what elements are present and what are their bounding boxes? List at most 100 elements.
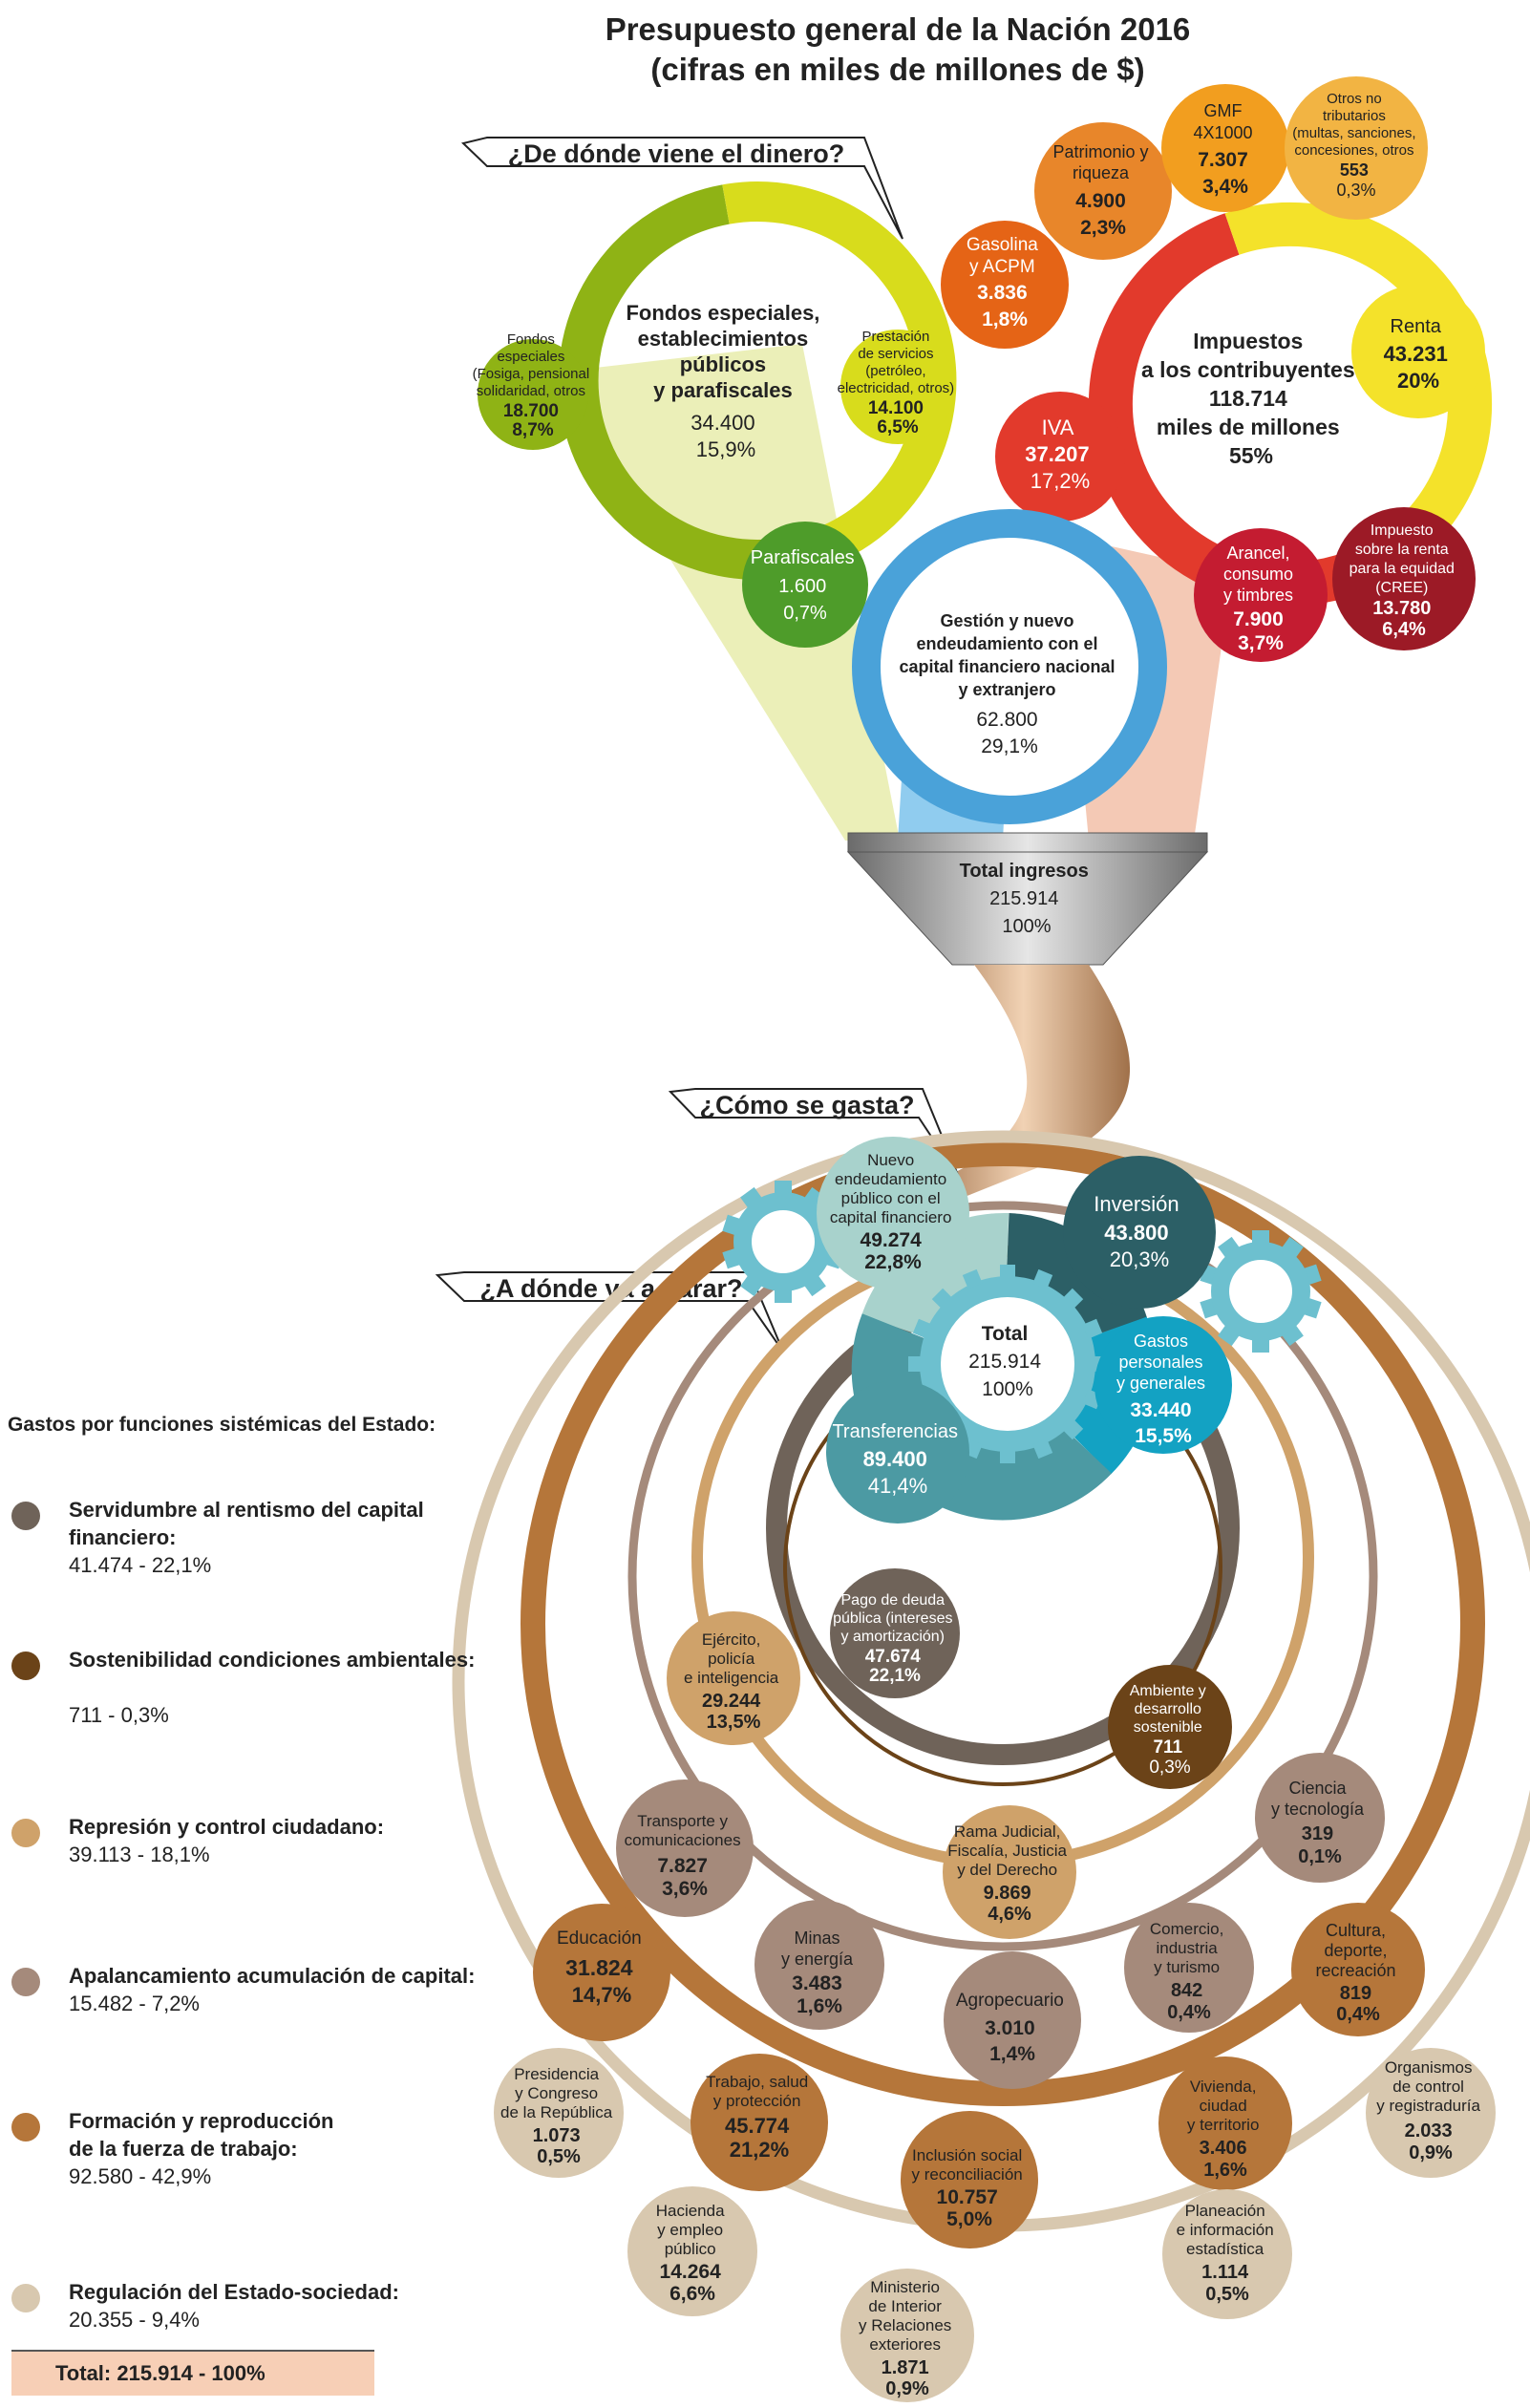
legend-total-text: Total: 215.914 - 100% (55, 2361, 266, 2385)
legend-item-value: 39.113 - 18,1% (69, 1843, 210, 1866)
title-line-2: (cifras en miles de millones de $) (650, 52, 1144, 87)
transporte-text: Transporte y comunicaciones 7.827 3,6% (625, 1812, 746, 1900)
nuevo-endeudamiento-bubble (817, 1137, 969, 1289)
inversion-text: Inversión 43.800 20,3% (1094, 1192, 1184, 1271)
arancel-text: Arancel, consumo y timbres 7.900 3,7% (1223, 543, 1298, 654)
funnel-text: Total ingresos 215.914 100% (960, 861, 1094, 937)
legend-dot-icon (11, 2113, 40, 2142)
ciencia-text: Ciencia y tecnología 319 0,1% (1271, 1779, 1369, 1867)
rama-judicial-bubble (943, 1805, 1076, 1939)
ministerio-interior-bubble (840, 2269, 974, 2402)
gear-left-icon (722, 1181, 844, 1303)
agropecuario-bubble (944, 1951, 1081, 2089)
legend-dot-icon (11, 1652, 40, 1680)
organismos-bubble (1366, 2048, 1496, 2178)
agropecuario-text: Agropecuario 3.010 1,4% (956, 1991, 1069, 2065)
ministerio-interior-text: Ministerio de Interior y Relaciones exte… (859, 2278, 956, 2399)
legend-item-name: Sostenibilidad condiciones ambientales: (69, 1648, 476, 1672)
patrimonio-bubble (1034, 122, 1172, 260)
taxes-text: Impuestos a los contribuyentes 118.714 m… (1141, 329, 1361, 468)
gmf-bubble (1161, 84, 1289, 212)
callout-where-from-text: ¿De dónde viene el dinero? (508, 139, 845, 168)
legend-item-name: Regulación del Estado-sociedad: (69, 2280, 399, 2304)
otros-text: Otros no tributarios (multas, sanciones,… (1292, 91, 1419, 200)
funnel-body (846, 851, 1209, 966)
special-funds-text: Fondos especiales, establecimientos públ… (626, 301, 825, 461)
legend-dot-icon (11, 1819, 40, 1847)
pago-deuda-text: Pago de deuda pública (intereses y amort… (833, 1592, 957, 1686)
gasolina-text: Gasolina y ACPM 3.836 1,8% (967, 235, 1043, 330)
gear-tooth (931, 1288, 954, 1311)
ambiente-text: Ambiente y desarrollo sostenible 711 0,3… (1130, 1683, 1211, 1778)
trabajo-text: Trabajo, salud y protección 45.774 21,2% (706, 2073, 813, 2162)
inclusion-bubble (901, 2111, 1038, 2248)
hacienda-text: Hacienda y empleo público 14.264 6,6% (656, 2202, 730, 2305)
spending-center (941, 1297, 1074, 1431)
cree-text: Impuesto sobre la renta para la equidad … (1349, 522, 1459, 640)
educacion-text: Educación 31.824 14,7% (557, 1929, 647, 2007)
callout-how-spent-text: ¿Cómo se gasta? (699, 1091, 914, 1119)
gear-tooth (912, 1318, 933, 1339)
gear-tooth (1082, 1318, 1103, 1339)
comercio-bubble (1124, 1903, 1254, 2033)
gear-tooth (1032, 1438, 1053, 1460)
special-funds-other-bubble (478, 339, 588, 450)
gear-tooth (1000, 1265, 1015, 1280)
legend-item-value: 41.474 - 22,1% (69, 1553, 212, 1577)
legend-item-name: Apalancamiento acumulación de capital: (69, 1964, 476, 1988)
ejercito-bubble (667, 1611, 800, 1745)
planeacion-text: Planeación e información estadística 1.1… (1177, 2202, 1279, 2305)
funnel-rim (847, 832, 1208, 853)
legend-total: Total: 215.914 - 100% (11, 2350, 374, 2396)
ring-formacion (521, 1141, 1485, 2106)
ring-apalancamiento (627, 1201, 1378, 1951)
iva-text: IVA 37.207 17,2% (1025, 416, 1094, 493)
trabajo-bubble (691, 2054, 828, 2191)
gear-tooth (1032, 1268, 1053, 1289)
legend-item-value: 711 - 0,3% (69, 1703, 169, 1727)
ciencia-bubble (1255, 1753, 1385, 1883)
legend-dot-icon (11, 2284, 40, 2312)
minas-bubble (754, 1900, 884, 2030)
renta-text: Renta 43.231 20% (1384, 316, 1454, 393)
spending-total-text: Total 215.914 100% (968, 1323, 1047, 1400)
nuevo-endeudamiento-text: Nuevo endeudamiento público con el capit… (830, 1151, 956, 1273)
arancel-bubble (1194, 528, 1328, 662)
gastos-personales-bubble (1094, 1316, 1232, 1454)
organismos-text: Organismos de control y registraduría 2.… (1376, 2058, 1484, 2163)
iva-bubble (995, 392, 1125, 522)
parafiscales-bubble (742, 522, 868, 648)
title-line-1: Presupuesto general de la Nación 2016 (606, 11, 1191, 47)
legend-dot-icon (11, 1968, 40, 1996)
gear-right-icon (1200, 1230, 1322, 1353)
presidencia-text: Presidencia y Congreso de la República 1… (500, 2065, 617, 2167)
pago-deuda-bubble (830, 1568, 960, 1698)
stream-special-funds (554, 344, 900, 841)
legend-item-value: 15.482 - 7,2% (69, 1992, 200, 2015)
planeacion-bubble (1162, 2189, 1292, 2319)
services-text: Prestación de servicios (petróleo, elect… (838, 329, 959, 437)
inclusion-text: Inclusión social y reconciliación 10.757… (912, 2146, 1028, 2230)
vivienda-bubble (1158, 2056, 1292, 2190)
ambiente-bubble (1108, 1665, 1232, 1789)
gastos-personales-text: Gastos personales y generales 33.440 15,… (1116, 1332, 1210, 1447)
educacion-bubble (533, 1904, 670, 2041)
cultura-text: Cultura, deporte, recreación 819 0,4% (1315, 1921, 1400, 2025)
callout-where-from (460, 137, 903, 240)
gear-tooth (908, 1356, 924, 1372)
gear-tooth (1000, 1448, 1015, 1463)
cultura-bubble (1291, 1903, 1425, 2036)
debt-ring (852, 509, 1167, 824)
inversion-bubble (1063, 1156, 1216, 1309)
rama-judicial-text: Rama Judicial, Fiscalía, Justicia y del … (947, 1822, 1071, 1925)
renta-bubble (1351, 285, 1485, 418)
debt-text: Gestión y nuevo endeudamiento con el cap… (899, 611, 1119, 757)
presidencia-bubble (494, 2048, 624, 2178)
services-bubble (840, 330, 955, 444)
hacienda-bubble (627, 2186, 757, 2316)
patrimonio-text: Patrimonio y riqueza 4.900 2,3% (1052, 142, 1153, 239)
spending-arc-inversion (1005, 1213, 1148, 1343)
legend-title: Gastos por funciones sistémicas del Esta… (8, 1414, 436, 1436)
vivienda-text: Vivienda, ciudad y territorio 3.406 1,6% (1187, 2078, 1264, 2181)
